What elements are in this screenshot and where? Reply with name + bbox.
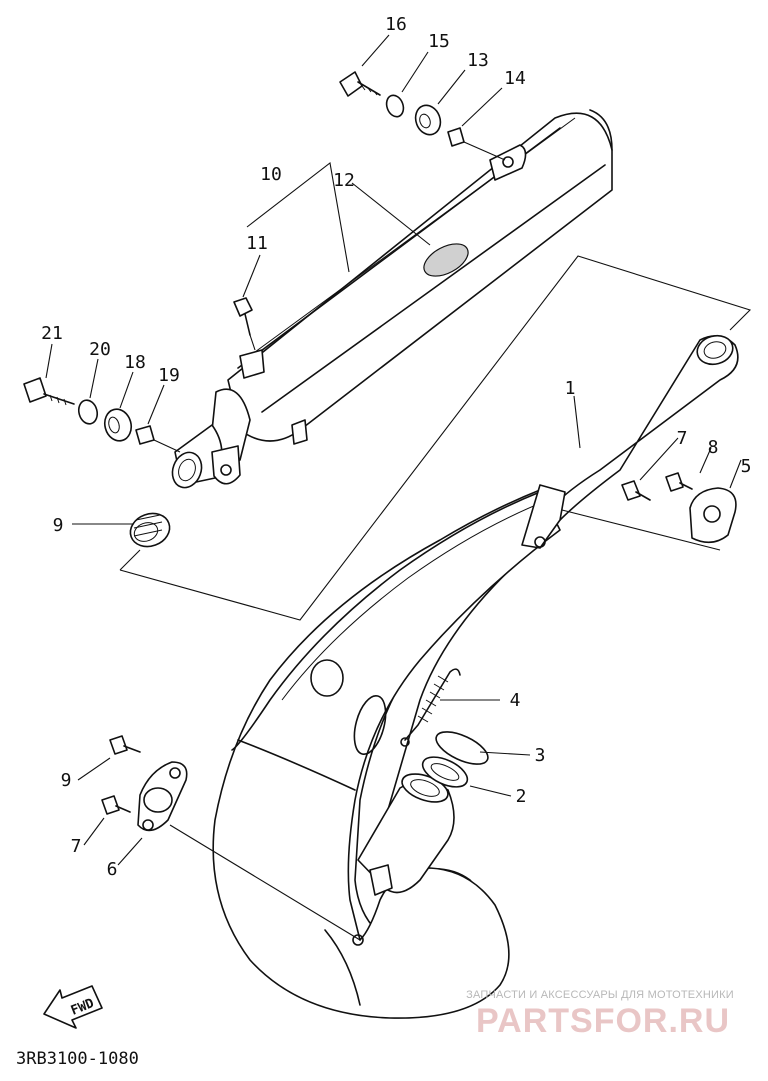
callout-15: 14 (504, 68, 526, 89)
callout-20: 20 (89, 339, 111, 360)
callout-2: 2 (516, 786, 527, 807)
washer-20 (77, 399, 99, 425)
o-ring-3 (435, 731, 489, 765)
callout-16: 15 (428, 31, 450, 52)
grommet-14 (414, 104, 442, 136)
bolt-9 (109, 735, 141, 755)
bolt-7-lower (101, 795, 131, 815)
callout-17: 16 (385, 14, 407, 35)
callout-18: 18 (124, 352, 146, 373)
callout-7-upper: 7 (677, 428, 688, 449)
callout-4: 4 (510, 690, 521, 711)
gasket-10 (129, 512, 171, 548)
bolt-21 (23, 377, 75, 406)
diagram-code: 3RB3100-1080 (16, 1049, 139, 1069)
grommet-18 (103, 408, 133, 442)
callout-19: 19 (158, 365, 180, 386)
expansion-chamber (212, 334, 739, 1019)
callout-21: 21 (41, 323, 63, 344)
watermark-caption: ЗАПЧАСТИ И АКСЕССУАРЫ ДЛЯ МОТОТЕХНИКИ (466, 989, 734, 1001)
callout-13: 12 (333, 170, 355, 191)
bolt-17 (339, 71, 381, 97)
callout-1: 1 (565, 378, 576, 399)
spring-4 (400, 668, 461, 747)
bolt-8 (665, 472, 693, 492)
bolt-12 (233, 297, 253, 336)
gasket-2 (421, 756, 469, 788)
callout-labels: 16 15 13 14 10 12 11 21 20 18 19 9 1 7 8… (41, 14, 751, 880)
fwd-arrow: FWD (43, 985, 103, 1029)
washer-16 (385, 94, 405, 118)
collar-19 (135, 425, 155, 445)
callout-8: 8 (708, 437, 719, 458)
flange-6 (137, 761, 188, 832)
watermark-brand: PARTSFOR.RU (476, 1002, 730, 1040)
callout-9: 9 (61, 770, 72, 791)
assembly-lines (45, 34, 752, 941)
callout-11: 10 (260, 164, 282, 185)
callout-12: 11 (246, 233, 268, 254)
cover-plate-5 (689, 487, 737, 544)
callout-5: 5 (741, 456, 752, 477)
bolt-7-upper (621, 480, 651, 501)
label-plate (423, 243, 469, 277)
silencer-body (171, 109, 613, 489)
callout-7-lower: 7 (71, 836, 82, 857)
callout-3: 3 (535, 745, 546, 766)
collar-15 (447, 127, 465, 147)
watermark: ЗАПЧАСТИ И АКСЕССУАРЫ ДЛЯ МОТОТЕХНИКИ PA… (466, 989, 734, 1040)
callout-6: 6 (107, 859, 118, 880)
callout-10: 9 (53, 515, 64, 536)
callout-14: 13 (467, 50, 489, 71)
